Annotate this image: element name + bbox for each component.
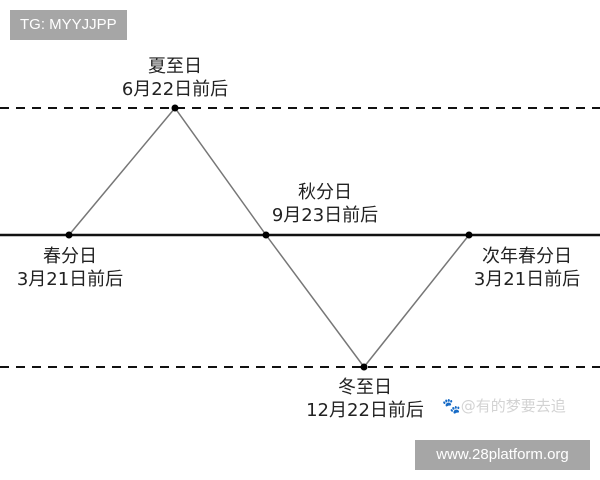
spring-equinox-name: 春分日 <box>43 246 97 267</box>
watermark: 🐾@有的梦要去追 <box>442 395 566 416</box>
paw-icon: 🐾 <box>442 397 461 415</box>
website-badge: www.28platform.org <box>415 440 590 470</box>
winter-solstice-date: 12月22日前后 <box>306 400 424 421</box>
summer-solstice-label: 夏至日 6月22日前后 <box>105 55 245 101</box>
summer-solstice-date: 6月22日前后 <box>121 79 229 100</box>
autumn-equinox-name: 秋分日 <box>298 182 352 203</box>
spring-equinox-point <box>65 231 73 239</box>
next-spring-equinox-point <box>465 231 473 239</box>
next-spring-equinox-label: 次年春分日 3月21日前后 <box>457 245 597 291</box>
spring-equinox-label: 春分日 3月21日前后 <box>0 245 140 291</box>
next-spring-equinox-name: 次年春分日 <box>482 246 572 267</box>
spring-equinox-date: 3月21日前后 <box>16 269 124 290</box>
autumn-equinox-point <box>262 231 270 239</box>
watermark-text: @有的梦要去追 <box>460 397 566 415</box>
autumn-equinox-label: 秋分日 9月23日前后 <box>255 181 395 227</box>
summer-solstice-name: 夏至日 <box>148 56 202 77</box>
next-spring-equinox-date: 3月21日前后 <box>473 269 581 290</box>
winter-solstice-label: 冬至日 12月22日前后 <box>290 376 440 422</box>
winter-solstice-point <box>360 363 368 371</box>
sun-path-line <box>68 106 470 369</box>
summer-solstice-point <box>171 104 179 112</box>
tg-badge: TG: MYYJJPP <box>10 10 127 40</box>
autumn-equinox-date: 9月23日前后 <box>271 205 379 226</box>
winter-solstice-name: 冬至日 <box>338 377 392 398</box>
